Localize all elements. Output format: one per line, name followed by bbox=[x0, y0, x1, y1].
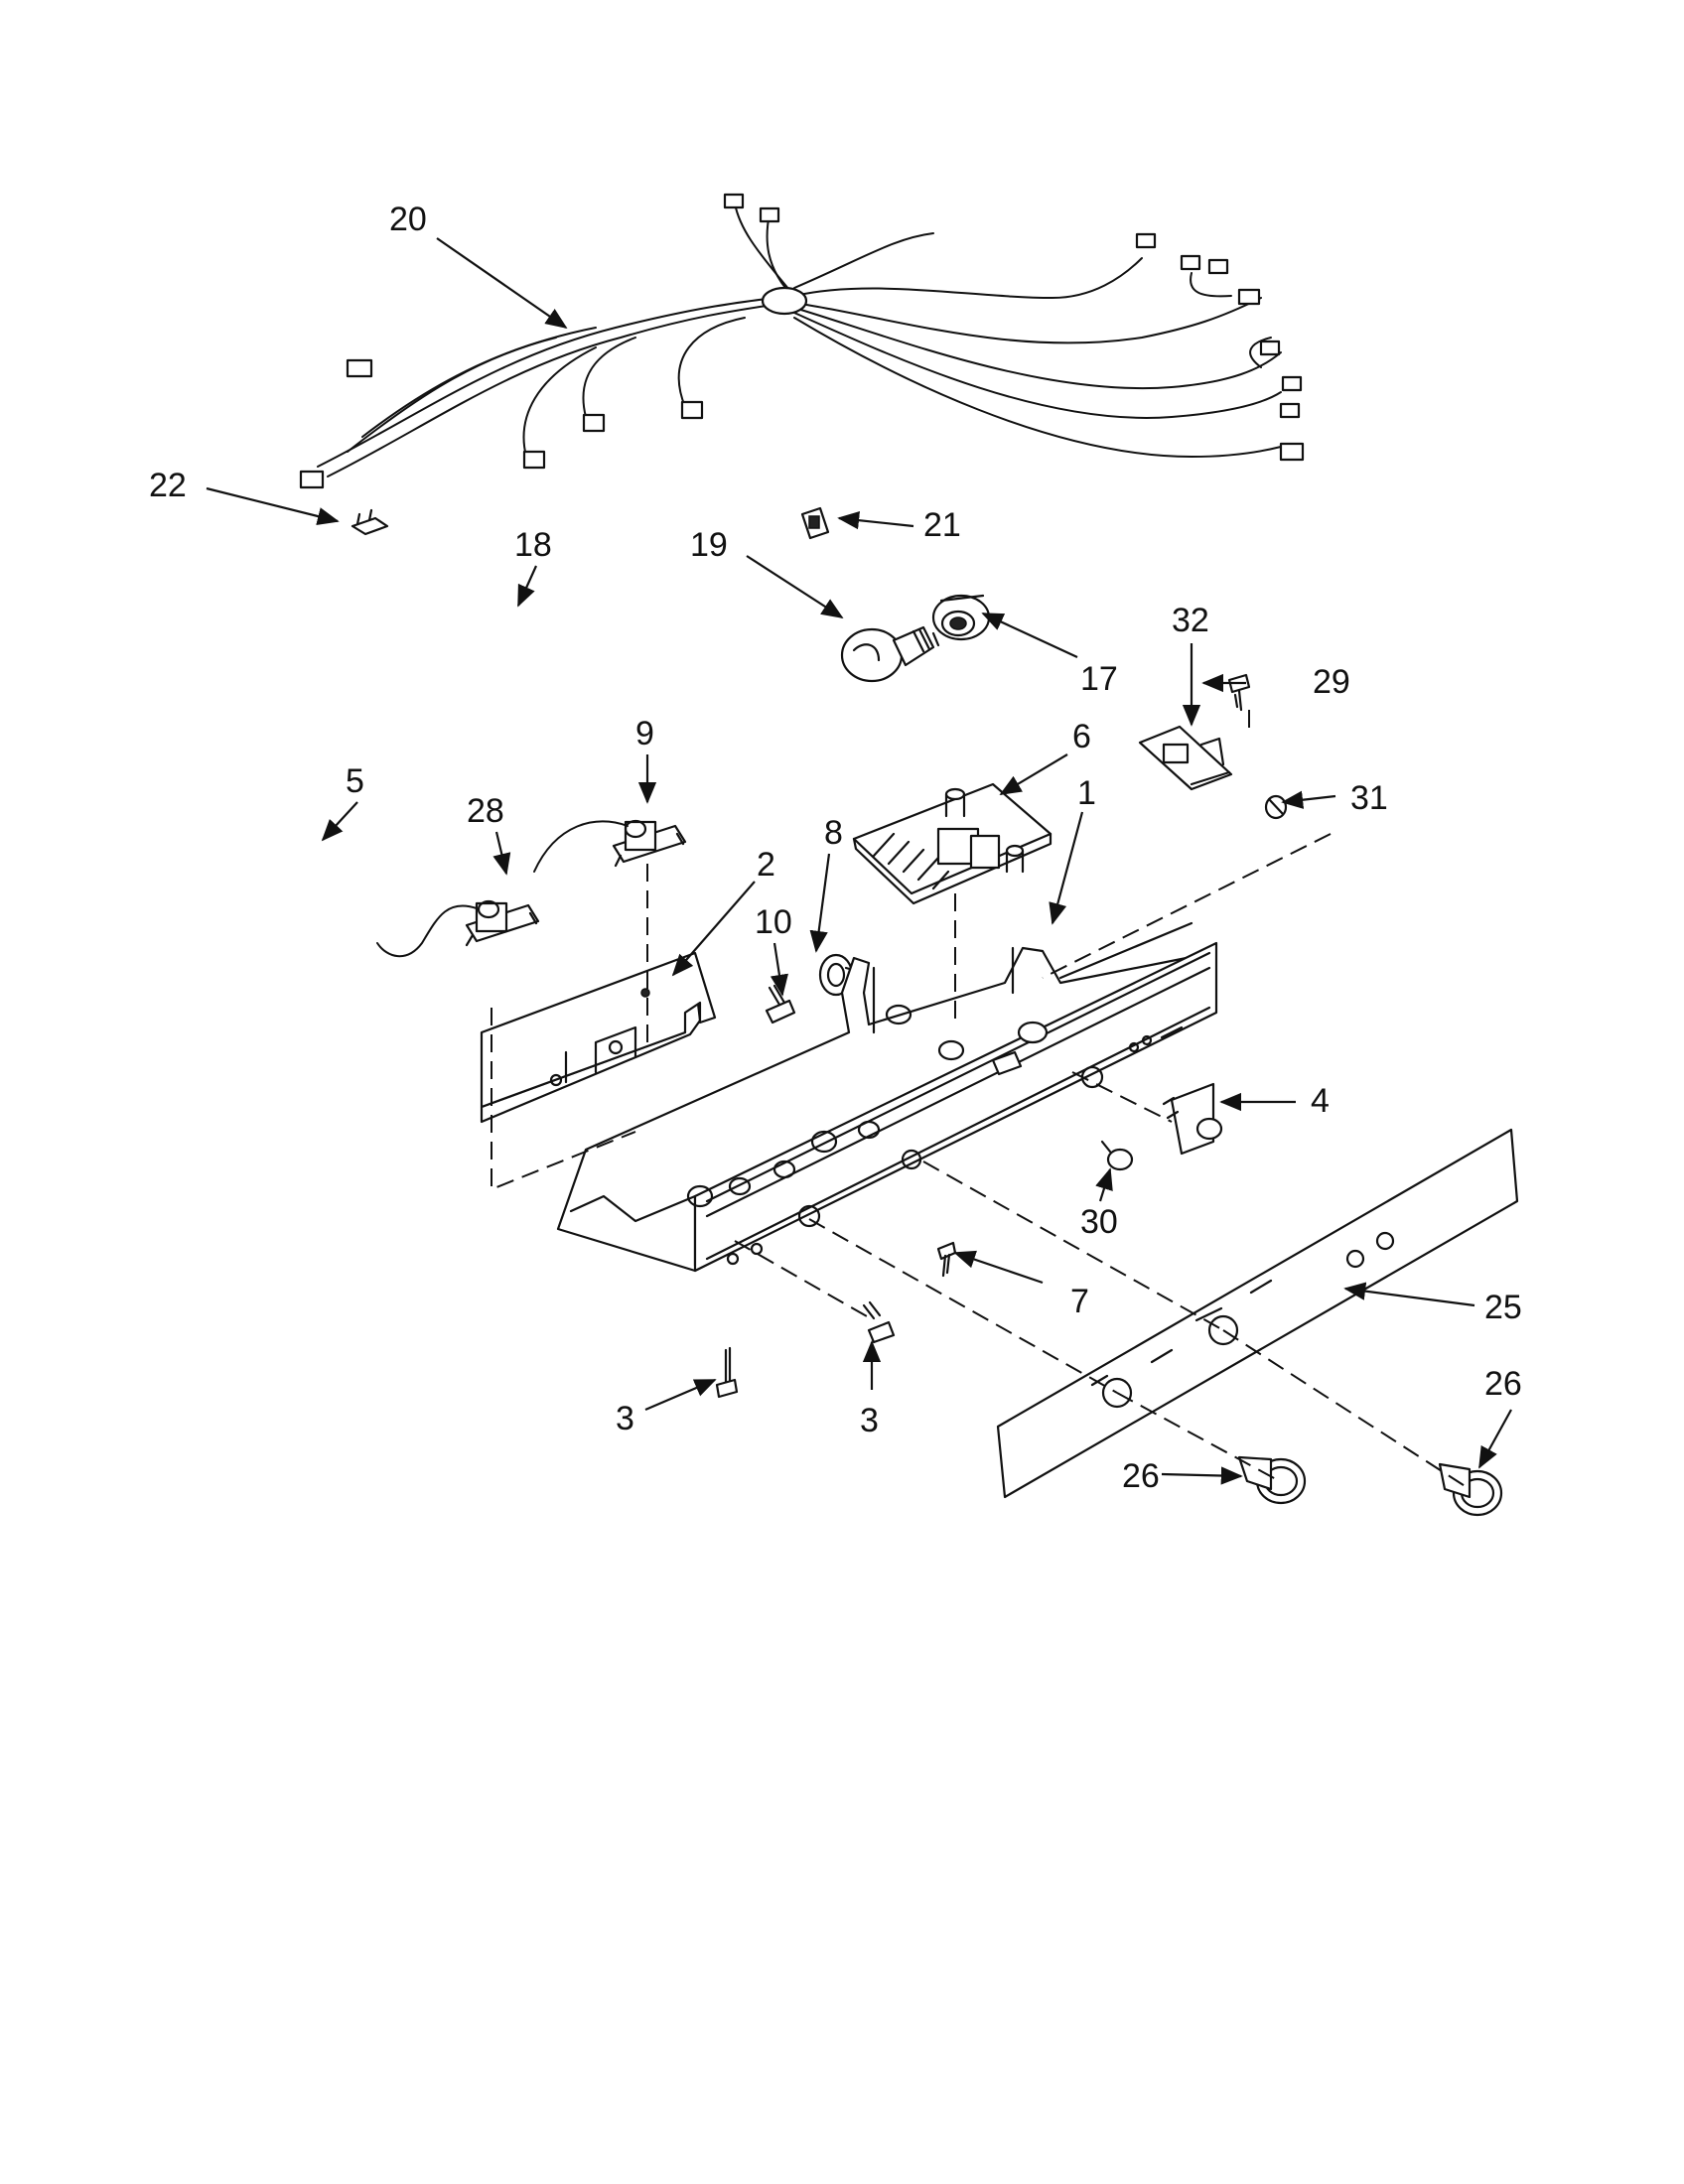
clip-part bbox=[351, 508, 389, 536]
callout-7: 7 bbox=[1070, 1283, 1089, 1320]
callout-1: 1 bbox=[1077, 774, 1096, 812]
callout-3-right: 3 bbox=[860, 1402, 879, 1439]
callout-22: 22 bbox=[149, 467, 187, 504]
tube-part-left bbox=[196, 846, 378, 867]
callout-21: 21 bbox=[923, 506, 961, 544]
control-housing bbox=[556, 921, 1218, 1273]
callout-9: 9 bbox=[635, 715, 654, 752]
callout-32: 32 bbox=[1172, 602, 1209, 639]
callout-20: 20 bbox=[389, 201, 427, 238]
shaft-part-30 bbox=[1100, 1140, 1134, 1171]
sensor-board-32 bbox=[1138, 725, 1233, 791]
assembly-lines bbox=[491, 710, 1471, 1490]
callout-labels: 20 22 18 21 19 17 32 29 31 6 1 9 5 28 8 … bbox=[149, 201, 1522, 1495]
light-bulb bbox=[840, 625, 935, 683]
callout-10: 10 bbox=[755, 903, 792, 941]
callout-25: 25 bbox=[1484, 1289, 1522, 1326]
switch-part-28 bbox=[376, 899, 540, 958]
callout-5: 5 bbox=[346, 762, 364, 800]
wire-harness bbox=[299, 193, 1305, 489]
callout-2: 2 bbox=[757, 846, 775, 884]
screw-3-right bbox=[862, 1300, 896, 1344]
callout-28: 28 bbox=[467, 792, 504, 830]
control-board bbox=[852, 782, 1052, 905]
callout-29: 29 bbox=[1313, 663, 1350, 701]
knob-26-left bbox=[1237, 1455, 1307, 1505]
leader-lines bbox=[206, 237, 1512, 1485]
callout-31: 31 bbox=[1350, 779, 1388, 817]
callout-26-left: 26 bbox=[1122, 1457, 1160, 1495]
callout-18: 18 bbox=[514, 526, 552, 564]
callout-19: 19 bbox=[690, 526, 728, 564]
callout-26-right: 26 bbox=[1484, 1365, 1522, 1403]
screw-29 bbox=[1227, 673, 1251, 712]
clip-part-31 bbox=[1264, 794, 1288, 820]
retainer-part bbox=[800, 506, 830, 540]
screw-10 bbox=[765, 984, 796, 1024]
bracket-part bbox=[480, 951, 717, 1124]
screw-7 bbox=[936, 1241, 957, 1278]
tube-part bbox=[384, 611, 567, 636]
knob-26-right bbox=[1438, 1462, 1503, 1517]
switch-part-9 bbox=[533, 819, 687, 873]
callout-8: 8 bbox=[824, 814, 843, 852]
callout-4: 4 bbox=[1311, 1082, 1330, 1120]
callout-17: 17 bbox=[1080, 660, 1118, 698]
lamp-socket bbox=[931, 594, 991, 647]
callout-3-left: 3 bbox=[616, 1400, 634, 1437]
callout-30: 30 bbox=[1080, 1203, 1118, 1241]
callout-6: 6 bbox=[1072, 718, 1091, 755]
screw-3-left bbox=[715, 1346, 739, 1399]
switch-part-4 bbox=[1162, 1082, 1223, 1156]
